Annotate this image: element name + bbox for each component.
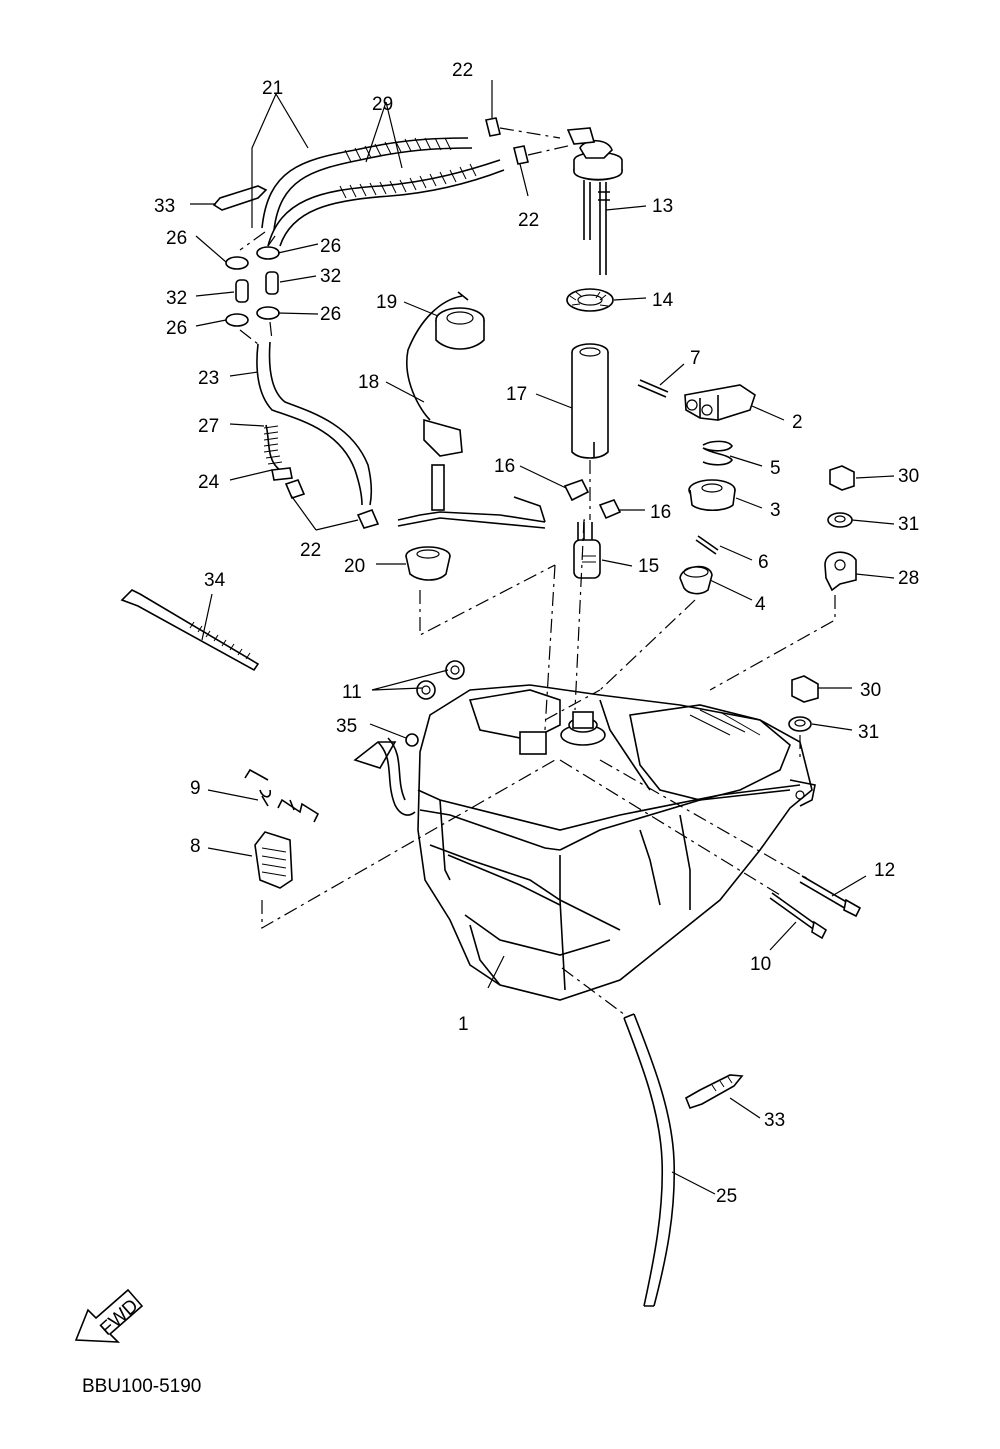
callout-21: 21	[262, 78, 283, 99]
hose-23	[256, 341, 373, 506]
callout-9: 9	[190, 778, 201, 799]
callout-5: 5	[770, 458, 781, 479]
grommet-3	[688, 479, 736, 512]
callout-26d: 26	[320, 304, 341, 325]
callout-33b: 33	[764, 1110, 785, 1131]
callout-32b: 32	[320, 266, 341, 287]
callout-3: 3	[770, 500, 781, 521]
callout-18: 18	[358, 372, 379, 393]
connector-lines	[261, 460, 836, 930]
callout-8: 8	[190, 836, 201, 857]
callout-13: 13	[652, 196, 673, 217]
callout-7: 7	[690, 348, 701, 369]
grommet-4	[679, 565, 713, 595]
callout-11: 11	[342, 682, 362, 703]
callout-35: 35	[336, 716, 357, 737]
bolt-12	[799, 875, 862, 918]
callout-34: 34	[204, 570, 226, 591]
callout-27: 27	[198, 416, 219, 437]
callout-26b: 26	[320, 236, 341, 257]
clamp-22a	[485, 117, 501, 137]
bracket-2	[684, 384, 756, 421]
hose-21	[261, 137, 505, 247]
callout-26c: 26	[166, 318, 187, 339]
callout-32a: 32	[166, 288, 187, 309]
callout-22b: 22	[518, 210, 539, 231]
callout-30a: 30	[898, 466, 919, 487]
callout-22a: 22	[452, 60, 473, 81]
pipe-32a	[235, 279, 249, 303]
cable-tie-34	[120, 589, 260, 672]
callout-30b: 30	[860, 680, 881, 701]
pin-7	[637, 379, 669, 398]
cap-19	[435, 307, 485, 350]
clamp-26a	[225, 256, 249, 270]
clamp-22c	[284, 479, 380, 529]
diagram-code: BBU100-5190	[82, 1376, 201, 1397]
callout-26a: 26	[166, 228, 187, 249]
callout-31b: 31	[858, 722, 879, 743]
clamp-26c	[225, 313, 249, 327]
clamp-28	[824, 551, 857, 592]
callout-2: 2	[792, 412, 803, 433]
grommet-20	[405, 546, 451, 581]
pipe-32b	[265, 271, 279, 295]
clamp-22b	[513, 145, 529, 165]
spring-5	[702, 440, 733, 466]
clamp-26b	[256, 246, 280, 260]
spring-29	[339, 137, 477, 199]
tie-33a	[212, 185, 268, 211]
bolt-10	[769, 892, 828, 940]
fwd-arrow-icon: FWD	[74, 1288, 144, 1343]
callout-31a: 31	[898, 514, 919, 535]
washer-31a	[827, 512, 853, 528]
fuel-sender-13	[566, 127, 623, 275]
leader-lines	[190, 80, 895, 1195]
callout-15: 15	[638, 556, 659, 577]
callout-23: 23	[198, 368, 219, 389]
clamp-26d	[256, 306, 280, 320]
callout-25: 25	[716, 1186, 737, 1207]
clamp-16b	[598, 499, 622, 520]
callout-16a: 16	[494, 456, 515, 477]
callout-10: 10	[750, 954, 771, 975]
sender-18	[397, 291, 546, 529]
clamp-16a	[563, 479, 590, 502]
callout-6: 6	[758, 552, 769, 573]
callout-16b: 16	[650, 502, 671, 523]
drain-hose-25	[623, 1013, 676, 1307]
fuel-tank	[353, 684, 816, 1001]
callout-24: 24	[198, 472, 220, 493]
cover-8	[254, 831, 293, 889]
callout-22c: 22	[300, 540, 321, 561]
callout-17: 17	[506, 384, 527, 405]
filter-17	[571, 343, 609, 459]
callout-19: 19	[376, 292, 397, 313]
gasket-14	[566, 288, 614, 312]
fuel-pump-15	[573, 522, 601, 579]
callout-33a: 33	[154, 196, 175, 217]
callout-labels: 1 2 3 4 5 6 7 8 9 10 11 12 13 14 15 16 1…	[154, 60, 919, 1207]
tie-33b	[684, 1074, 744, 1109]
hose-27	[263, 424, 283, 471]
callout-20: 20	[344, 556, 365, 577]
hose-24	[271, 467, 293, 481]
callout-29: 29	[372, 94, 393, 115]
clip-35	[405, 733, 419, 747]
callout-14: 14	[652, 290, 674, 311]
nut-30a	[829, 465, 855, 491]
callout-1: 1	[458, 1014, 469, 1035]
callout-28: 28	[898, 568, 919, 589]
pin-6	[695, 535, 719, 555]
grommet-11	[416, 660, 465, 700]
nut-30b	[791, 675, 819, 703]
callout-12: 12	[874, 860, 895, 881]
callout-4: 4	[755, 594, 766, 615]
clips-9	[244, 768, 320, 823]
washer-31b	[788, 716, 812, 732]
